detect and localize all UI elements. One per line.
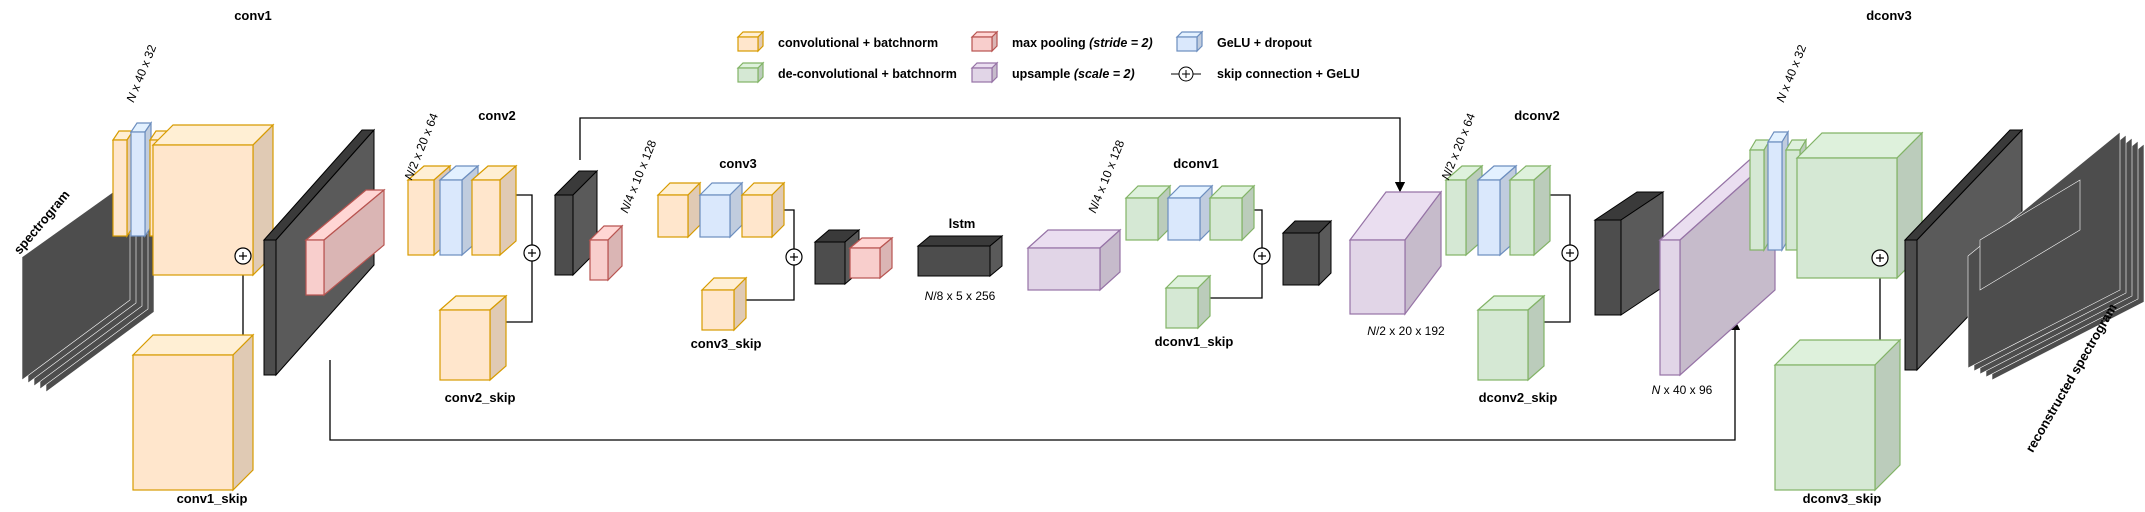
conv3-skip-slab bbox=[700, 276, 748, 332]
lstm-label: lstm bbox=[949, 216, 976, 231]
conv3-slab-1 bbox=[656, 181, 702, 239]
up1-dims: N/2 x 20 x 192 bbox=[1367, 324, 1445, 338]
legend-text-conv: convolutional + batchnorm bbox=[778, 36, 938, 50]
up1-dims-rest: /2 x 20 x 192 bbox=[1376, 324, 1445, 338]
legend-item-pool: max pooling (stride = 2) bbox=[970, 30, 1153, 53]
legend-swatch-deconv bbox=[736, 61, 765, 84]
dconv1-output-block bbox=[1281, 219, 1333, 287]
dconv1-dims: N/4 x 10 x 128 bbox=[1085, 138, 1127, 215]
reconstructed-spectrogram bbox=[1967, 131, 2145, 381]
dconv3-slab-1 bbox=[1748, 137, 1772, 253]
dconv1-slab-1 bbox=[1124, 184, 1172, 242]
dconv2-label: dconv2 bbox=[1514, 108, 1560, 123]
dconv2-skip-slab bbox=[1476, 294, 1546, 382]
maxpool-1 bbox=[304, 188, 386, 297]
conv1-skip-label: conv1_skip bbox=[177, 491, 248, 506]
dconv3-gelu-slab bbox=[1766, 129, 1790, 253]
dconv2-skip-label: dconv2_skip bbox=[1479, 390, 1558, 405]
lstm-dims-rest: /8 x 5 x 256 bbox=[933, 289, 995, 303]
conv2-skip-slab bbox=[438, 294, 508, 382]
legend-item-deconv: de-convolutional + batchnorm bbox=[736, 61, 957, 84]
conv1-skip-slab bbox=[131, 333, 255, 492]
dconv2-dims-rest: /2 x 20 x 64 bbox=[1442, 111, 1478, 174]
dconv2-slab-2 bbox=[1508, 164, 1552, 257]
legend-label: skip connection + GeLU bbox=[1217, 67, 1360, 81]
legend-text-upsample: upsample (scale = 2) bbox=[1012, 67, 1135, 81]
skip-edge-conv2-to-up1 bbox=[579, 117, 1406, 193]
legend-swatch-pool bbox=[970, 30, 999, 53]
maxpool-2 bbox=[588, 224, 624, 282]
legend-item-conv: convolutional + batchnorm bbox=[736, 30, 938, 53]
conv3-skip-label: conv3_skip bbox=[691, 336, 762, 351]
legend-label: convolutional + batchnorm bbox=[778, 36, 938, 50]
legend-item-upsample: upsample (scale = 2) bbox=[970, 61, 1135, 84]
dconv1-skip-slab bbox=[1164, 274, 1212, 330]
dconv2-skip-plus bbox=[1561, 244, 1579, 262]
reconstructed-block bbox=[1903, 128, 2024, 372]
up2-dims-n: N bbox=[1652, 383, 1661, 397]
conv2-skip-label: conv2_skip bbox=[445, 390, 516, 405]
dconv1-slab-2 bbox=[1208, 184, 1256, 242]
legend-swatch-conv bbox=[736, 30, 765, 53]
lstm-dims-n: N bbox=[925, 289, 934, 303]
legend-label-italic: (scale = 2) bbox=[1074, 67, 1135, 81]
dconv3-skip-label: dconv3_skip bbox=[1803, 491, 1882, 506]
conv3-gelu-slab bbox=[698, 181, 744, 239]
up2-dims-rest: x 40 x 96 bbox=[1660, 383, 1712, 397]
conv1-dims: N x 40 x 32 bbox=[123, 42, 159, 104]
lstm-block bbox=[916, 234, 1004, 278]
legend-text-skip: skip connection + GeLU bbox=[1217, 67, 1360, 81]
legend-text-deconv: de-convolutional + batchnorm bbox=[778, 67, 957, 81]
dconv3-dims-rest: x 40 x 32 bbox=[1777, 42, 1810, 96]
conv1-dims-rest: x 40 x 32 bbox=[127, 42, 160, 96]
dconv3-skip-slab bbox=[1773, 338, 1902, 492]
dconv3-main-slab bbox=[1795, 131, 1924, 280]
upsample-1 bbox=[1026, 228, 1122, 292]
legend-swatch-upsample bbox=[970, 61, 999, 84]
legend: convolutional + batchnorm max pooling (st… bbox=[736, 30, 1360, 84]
conv1-skip-plus bbox=[234, 247, 252, 265]
up2-dims: N x 40 x 96 bbox=[1652, 383, 1713, 397]
conv1-main-slab bbox=[151, 123, 275, 277]
dconv1-label: dconv1 bbox=[1173, 156, 1219, 171]
conv3-skip-plus bbox=[785, 248, 803, 266]
dconv3-label: dconv3 bbox=[1866, 8, 1912, 23]
conv3-slab-2 bbox=[740, 181, 786, 239]
conv2-skip-plus bbox=[523, 244, 541, 262]
legend-text-gelu: GeLU + dropout bbox=[1217, 36, 1313, 50]
conv2-label: conv2 bbox=[478, 108, 516, 123]
conv2-dims-rest: /2 x 20 x 64 bbox=[405, 111, 441, 174]
conv1-bn-slab-1 bbox=[111, 129, 135, 238]
legend-swatch-gelu bbox=[1175, 30, 1204, 53]
legend-label: upsample bbox=[1012, 67, 1074, 81]
legend-label: de-convolutional + batchnorm bbox=[778, 67, 957, 81]
dconv1-skip-plus bbox=[1253, 247, 1271, 265]
conv1-gelu-slab bbox=[129, 121, 153, 238]
conv3-label: conv3 bbox=[719, 156, 757, 171]
dconv3-dims: N x 40 x 32 bbox=[1773, 42, 1809, 104]
dconv1-gelu-slab bbox=[1166, 184, 1214, 242]
dconv3-skip-plus bbox=[1871, 249, 1889, 267]
dconv1-skip-label: dconv1_skip bbox=[1155, 334, 1234, 349]
legend-item-gelu: GeLU + dropout bbox=[1175, 30, 1313, 53]
up1-dims-n: N bbox=[1367, 324, 1376, 338]
conv2-slab-2 bbox=[470, 164, 518, 257]
conv3-dims-rest: /4 x 10 x 128 bbox=[621, 138, 660, 207]
dconv1-dims-rest: /4 x 10 x 128 bbox=[1089, 138, 1128, 207]
conv3-dims: N/4 x 10 x 128 bbox=[617, 138, 659, 215]
skip-edge-conv1-to-up2 bbox=[329, 319, 1741, 441]
maxpool-1-cube bbox=[304, 188, 386, 297]
lstm-dims: N/8 x 5 x 256 bbox=[925, 289, 996, 303]
layer-blocks bbox=[21, 121, 2145, 492]
upsample-2 bbox=[1348, 190, 1443, 316]
legend-label: max pooling bbox=[1012, 36, 1089, 50]
legend-label: GeLU + dropout bbox=[1217, 36, 1313, 50]
dconv2-output-block bbox=[1593, 191, 1665, 316]
legend-item-skip: skip connection + GeLU bbox=[1171, 66, 1360, 82]
legend-label-italic: (stride = 2) bbox=[1089, 36, 1153, 50]
conv1-label: conv1 bbox=[234, 8, 272, 23]
legend-text-pool: max pooling (stride = 2) bbox=[1012, 36, 1153, 50]
maxpool-3 bbox=[848, 236, 894, 280]
